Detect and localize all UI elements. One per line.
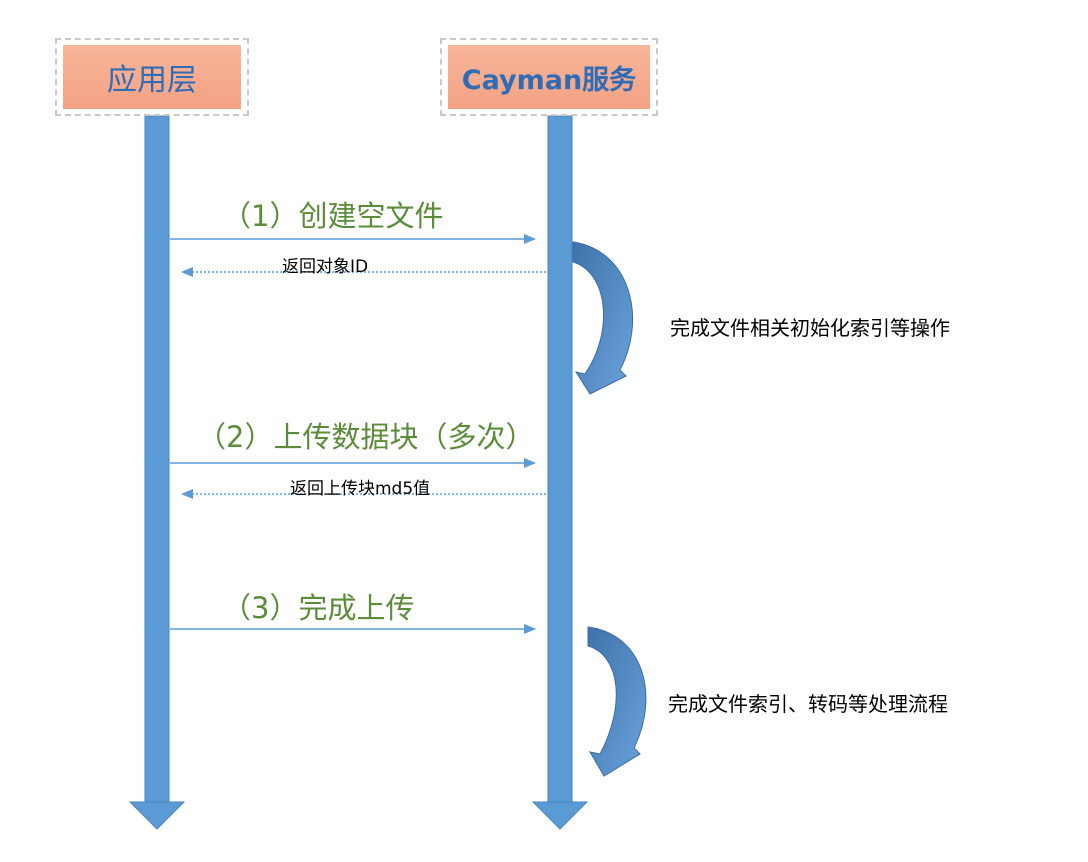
lifeline-app-arrowhead: [128, 801, 186, 830]
message-3-label: （3）完成上传: [222, 591, 415, 625]
reply-2-label: 返回上传块md5值: [290, 479, 431, 499]
actor-service: Cayman服务: [448, 45, 650, 109]
lifeline-app: [128, 115, 186, 830]
note-1: 完成文件相关初始化索引等操作: [670, 316, 950, 340]
actor-app-label: 应用层: [107, 63, 197, 98]
message-1-label: （1）创建空文件: [222, 199, 444, 233]
actor-service-frame: [440, 38, 658, 116]
lifeline-service: [531, 115, 589, 830]
actor-service-label: Cayman服务: [461, 64, 637, 96]
note-2: 完成文件索引、转码等处理流程: [668, 692, 948, 716]
reply-1-label: 返回对象ID: [282, 257, 369, 277]
message-2-label: （2）上传数据块（多次）: [197, 420, 535, 454]
lifeline-service-arrowhead: [531, 801, 589, 830]
self-process-arrow-1: [572, 241, 634, 395]
self-process-arrow-2: [587, 626, 647, 777]
actor-app: 应用层: [63, 45, 241, 109]
actor-app-frame: [55, 38, 249, 116]
